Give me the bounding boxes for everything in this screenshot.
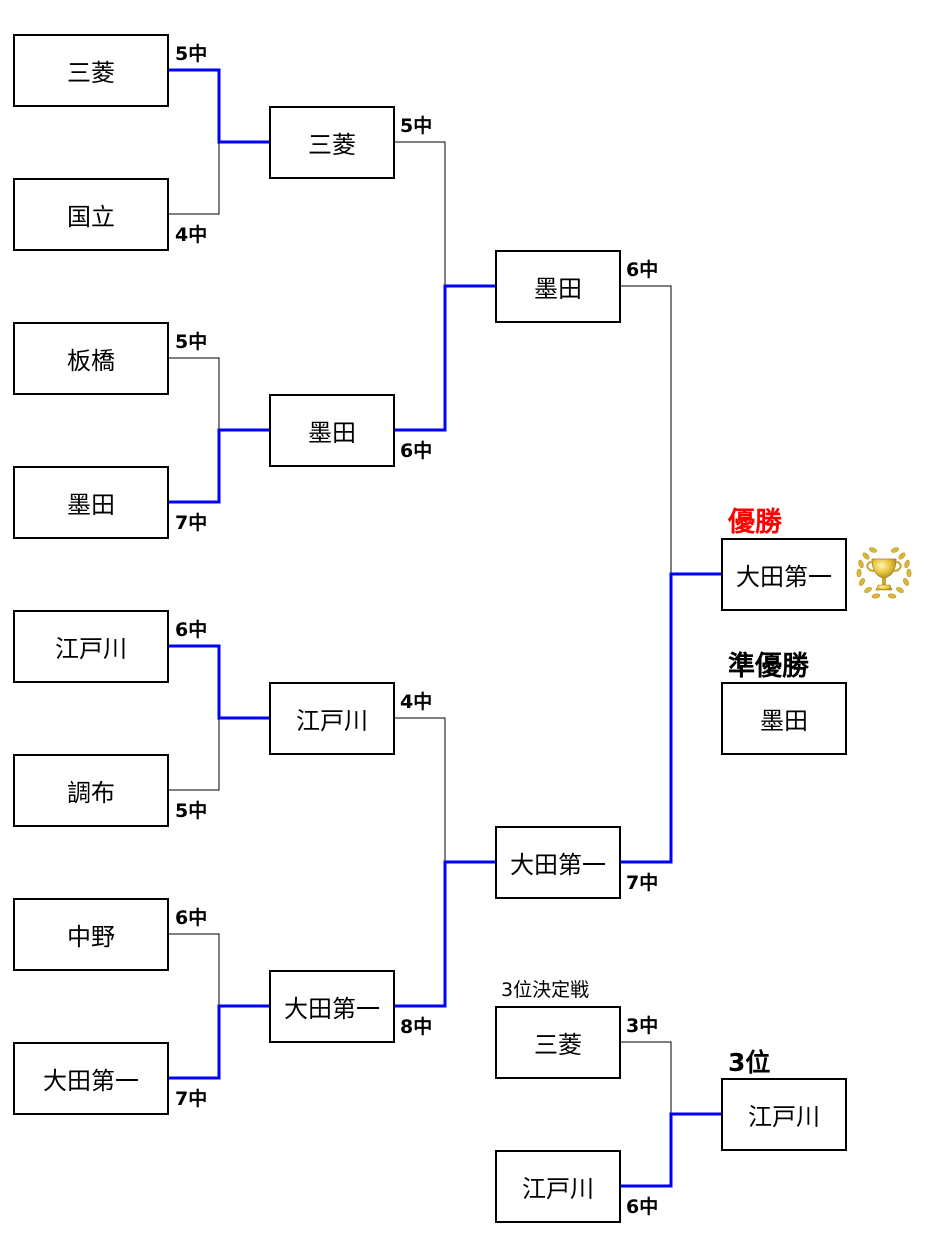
team-name: 板橋: [67, 347, 115, 375]
team-box-3rd-top: 三菱: [495, 1006, 621, 1079]
team-box-r1-m4-top: 中野: [13, 898, 169, 971]
score-label: 6中: [175, 619, 208, 641]
team-name: 墨田: [534, 275, 582, 303]
score-label: 5中: [175, 331, 208, 353]
team-name: 墨田: [67, 491, 115, 519]
trophy-with-laurel-icon: [856, 547, 912, 599]
score-label: 8中: [400, 1016, 433, 1038]
team-box-r1-m1-top: 三菱: [13, 34, 169, 107]
team-box-final-top: 墨田: [495, 250, 621, 323]
score-label: 6中: [400, 440, 433, 462]
team-box-r1-m2-bottom: 墨田: [13, 466, 169, 539]
team-name: 三菱: [308, 131, 356, 159]
runner-up-box: 墨田: [721, 682, 847, 755]
team-name: 調布: [67, 779, 115, 807]
team-name: 大田第一: [736, 563, 832, 591]
score-label: 6中: [626, 259, 659, 281]
team-name: 中野: [67, 923, 115, 951]
team-box-r1-m3-top: 江戸川: [13, 610, 169, 683]
team-name: 江戸川: [55, 635, 127, 663]
team-box-r2-m2-bottom: 大田第一: [269, 970, 395, 1043]
team-name: 三菱: [534, 1031, 582, 1059]
third-place-match-label: 3位決定戦: [501, 979, 590, 1001]
team-name: 大田第一: [43, 1067, 139, 1095]
runner-up-label: 準優勝: [728, 651, 809, 682]
winner-line: [620, 1112, 722, 1188]
winner-line: [394, 860, 496, 1008]
winner-line: [620, 572, 722, 864]
team-name: 国立: [67, 203, 115, 231]
team-box-r1-m3-bottom: 調布: [13, 754, 169, 827]
third-place-box: 江戸川: [721, 1078, 847, 1151]
team-name: 墨田: [760, 707, 808, 735]
team-name: 江戸川: [296, 707, 368, 735]
score-label: 4中: [400, 691, 433, 713]
winner-line: [168, 68, 270, 144]
team-box-3rd-bottom: 江戸川: [495, 1150, 621, 1223]
winner-line: [394, 284, 496, 432]
score-label: 5中: [175, 800, 208, 822]
champion-label: 優勝: [728, 507, 782, 538]
team-name: 三菱: [67, 59, 115, 87]
score-label: 5中: [400, 115, 433, 137]
team-name: 大田第一: [284, 995, 380, 1023]
team-box-r1-m4-bottom: 大田第一: [13, 1042, 169, 1115]
loser-line: [620, 285, 672, 574]
team-box-final-bottom: 大田第一: [495, 826, 621, 899]
score-label: 6中: [626, 1196, 659, 1218]
team-name: 江戸川: [748, 1103, 820, 1131]
score-label: 7中: [626, 872, 659, 894]
team-box-r1-m1-bottom: 国立: [13, 178, 169, 251]
loser-line: [620, 1041, 672, 1114]
champion-box: 大田第一: [721, 538, 847, 611]
score-label: 6中: [175, 907, 208, 929]
team-name: 墨田: [308, 419, 356, 447]
score-label: 7中: [175, 512, 208, 534]
loser-line: [394, 141, 446, 286]
winner-line: [168, 428, 270, 504]
score-label: 4中: [175, 224, 208, 246]
team-name: 江戸川: [522, 1175, 594, 1203]
team-name: 大田第一: [510, 851, 606, 879]
score-label: 7中: [175, 1088, 208, 1110]
loser-line: [168, 933, 220, 1006]
loser-line: [168, 357, 220, 430]
loser-line: [168, 718, 220, 791]
team-box-r1-m2-top: 板橋: [13, 322, 169, 395]
winner-line: [168, 1004, 270, 1080]
score-label: 3中: [626, 1015, 659, 1037]
loser-line: [394, 717, 446, 862]
team-box-r2-m1-top: 三菱: [269, 106, 395, 179]
team-box-r2-m2-top: 江戸川: [269, 682, 395, 755]
score-label: 5中: [175, 43, 208, 65]
team-box-r2-m1-bottom: 墨田: [269, 394, 395, 467]
loser-line: [168, 142, 220, 215]
third-place-label: 3位: [728, 1048, 771, 1077]
winner-line: [168, 644, 270, 720]
